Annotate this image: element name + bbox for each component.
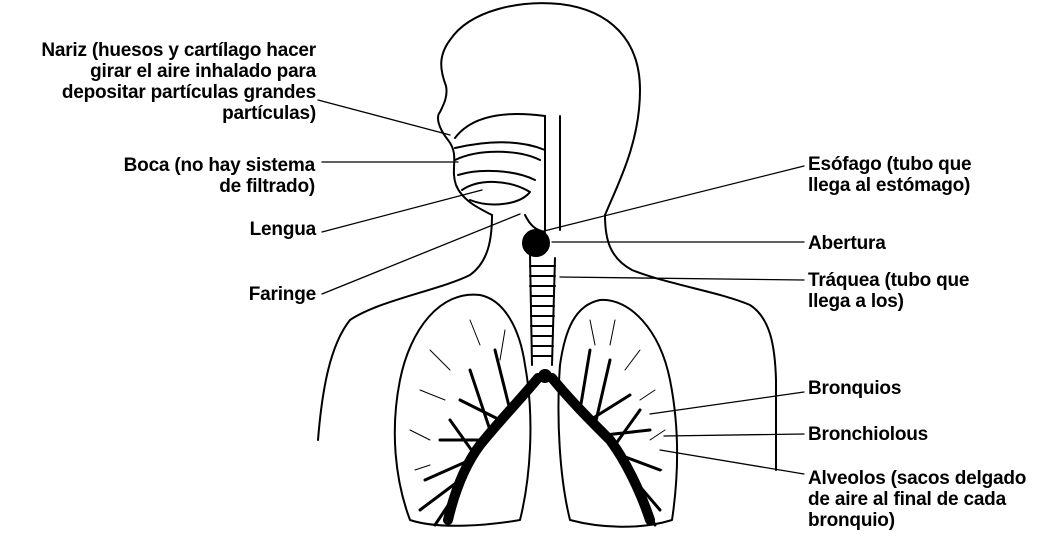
carina	[539, 370, 551, 382]
larynx-opening	[523, 230, 549, 256]
leader-bronchiolous	[664, 434, 804, 436]
leader-nariz	[318, 100, 450, 135]
right-lung	[558, 300, 677, 527]
oral-cavity	[455, 152, 540, 180]
lung-fine-branches	[410, 320, 665, 470]
label-nariz: Nariz (huesos y cartílago hacer girar el…	[0, 40, 316, 124]
nasal-cavity	[455, 114, 545, 150]
label-esofago: Esófago (tubo que llega al estómago)	[808, 154, 971, 196]
trachea-rings	[530, 266, 555, 356]
head-outline	[438, 3, 640, 215]
label-lengua: Lengua	[0, 219, 316, 240]
leader-lengua	[322, 190, 482, 232]
trachea	[530, 255, 555, 365]
leader-esofago	[540, 166, 804, 232]
airway-tube	[545, 116, 560, 230]
left-bronchioles	[420, 350, 510, 525]
label-traquea: Tráquea (tubo que llega a los)	[808, 270, 969, 312]
left-shoulder-outline	[318, 215, 492, 440]
label-bronquios: Bronquios	[808, 378, 901, 399]
leader-traquea	[560, 277, 804, 280]
label-alveolos: Alveolos (sacos delgado de aire al final…	[808, 468, 1026, 531]
label-abertura: Abertura	[808, 233, 886, 254]
right-bronchioles	[580, 350, 660, 525]
label-faringe: Faringe	[0, 284, 316, 305]
label-bronchiolous: Bronchiolous	[808, 424, 928, 445]
label-boca: Boca (no hay sistema de filtrado)	[0, 155, 315, 197]
leader-alveolos	[660, 450, 804, 474]
leader-faringe	[322, 214, 520, 294]
